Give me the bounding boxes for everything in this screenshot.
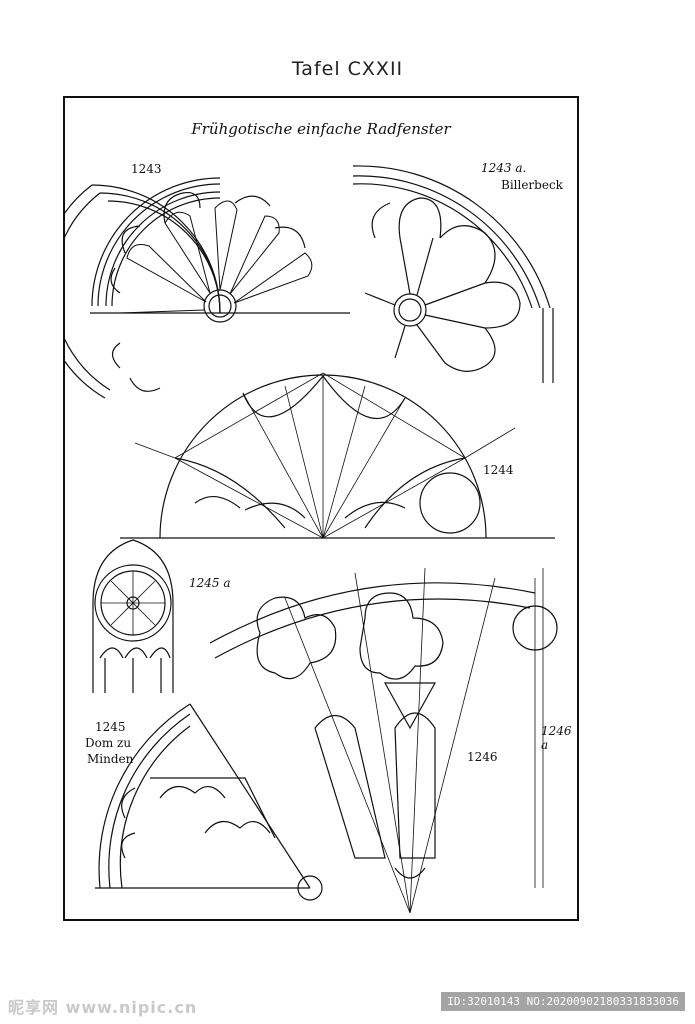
place-dom-zu: Dom zu [85,736,132,750]
label-1245: 1245 [95,720,126,734]
watermark-id: ID:32010143 NO:20200902180331833036 [441,992,685,1011]
label-1246a: 1246 a [541,724,572,753]
label-1245a: 1245 a [189,576,231,590]
plate-frame: Frühgotische einfache Radfenster [63,96,579,921]
label-1246: 1246 [467,750,498,764]
rose-window-1243 [65,177,350,399]
rose-window-1243a [352,165,554,383]
label-1243a: 1243 a. [481,161,527,175]
place-minden: Minden [87,752,134,766]
watermark-site: 昵享网 www.nipic.cn [8,998,198,1017]
plate-title: Tafel CXXII [291,58,404,80]
label-1244: 1244 [483,463,514,477]
construction-1246 [209,567,558,914]
plate-heading: Frühgotische einfache Radfenster [191,120,451,138]
drawing-canvas [65,165,558,914]
place-billerbeck: Billerbeck [501,178,563,192]
construction-1244 [120,372,555,539]
elevation-1245a [92,539,174,693]
label-1243: 1243 [131,162,162,176]
rose-quarter-1245 [95,703,323,901]
